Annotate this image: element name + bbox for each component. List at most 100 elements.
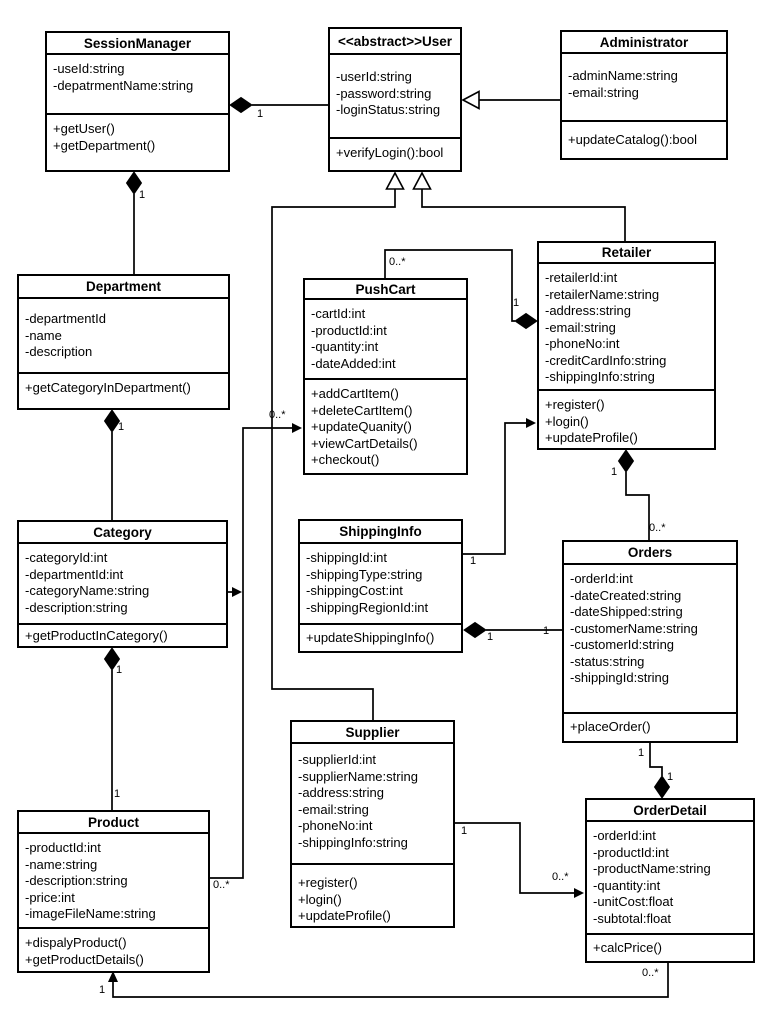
method: +placeOrder() xyxy=(570,719,651,734)
class-sessionmanager[interactable]: SessionManager -useId:string -depatrment… xyxy=(45,31,230,172)
edge-shippinginfo-retailer-association xyxy=(463,418,536,555)
edge-retailer-orders-composition xyxy=(617,449,650,540)
class-methods: +getCategoryInDepartment() xyxy=(19,374,228,397)
class-title: PushCart xyxy=(305,280,466,300)
method: +getProductDetails() xyxy=(25,951,144,967)
multiplicity-label: 1 xyxy=(118,421,125,433)
class-pushcart[interactable]: PushCart -cartId:int -productId:int -qua… xyxy=(303,278,468,475)
attribute: -userId:string xyxy=(336,69,412,84)
method: +updateProfile() xyxy=(545,430,638,445)
attribute: -subtotal:float xyxy=(593,910,672,926)
edge-sessionmanager-department-composition xyxy=(125,171,143,274)
class-methods: +getUser() +getDepartment() xyxy=(47,115,228,154)
multiplicity-label: 1 xyxy=(667,771,674,783)
attribute: -email:string xyxy=(568,84,639,100)
attribute: -shippingCost:int xyxy=(306,583,403,598)
attribute: -creditCardInfo:string xyxy=(545,352,667,368)
attribute: -imageFileName:string xyxy=(25,906,156,921)
multiplicity-label: 1 xyxy=(513,297,520,309)
class-attributes: -userId:string -password:string -loginSt… xyxy=(330,55,460,139)
class-retailer[interactable]: Retailer -retailerId:int -retailerName:s… xyxy=(537,241,716,450)
attribute: -name:string xyxy=(25,856,98,872)
attribute: -productId:int xyxy=(25,840,101,855)
attribute: -departmentId:int xyxy=(25,566,124,582)
attribute: -cartId:int xyxy=(311,306,366,321)
attribute: -shippingId:string xyxy=(570,670,669,685)
method: +register() xyxy=(298,875,358,890)
class-shippinginfo[interactable]: ShippingInfo -shippingId:int -shippingTy… xyxy=(298,519,463,653)
attribute: -supplierName:string xyxy=(298,768,418,784)
class-department[interactable]: Department -departmentId -name -descript… xyxy=(17,274,230,410)
attribute: -orderId:int xyxy=(593,828,656,843)
class-title: <<abstract>>User xyxy=(330,29,460,55)
attribute: -categoryName:string xyxy=(25,583,150,598)
edge-supplier-orderdetail-association xyxy=(455,822,584,898)
multiplicity-label: 1 xyxy=(116,664,123,676)
attribute: -address:string xyxy=(545,303,631,318)
attribute: -description:string xyxy=(25,873,128,888)
class-attributes: -retailerId:int -retailerName:string -ad… xyxy=(539,264,714,391)
multiplicity-label: 1 xyxy=(611,466,618,478)
multiplicity-label: 1 xyxy=(638,747,645,759)
multiplicity-label: 1 xyxy=(470,555,477,567)
attribute: -shippingInfo:string xyxy=(545,369,655,384)
attribute: -shippingInfo:string xyxy=(298,834,408,850)
multiplicity-label: 1 xyxy=(99,984,106,996)
attribute: -supplierId:int xyxy=(298,752,377,767)
method: +updateShippingInfo() xyxy=(306,630,435,645)
class-methods: +verifyLogin():bool xyxy=(330,139,460,162)
multiplicity-label: 0..* xyxy=(552,871,569,883)
method: +addCartItem() xyxy=(311,386,399,401)
method: +calcPrice() xyxy=(593,940,662,955)
class-title: Orders xyxy=(564,542,736,565)
class-orders[interactable]: Orders -orderId:int -dateCreated:string … xyxy=(562,540,738,743)
method: +getProductInCategory() xyxy=(25,628,168,643)
method: +getCategoryInDepartment() xyxy=(25,380,191,395)
class-methods: +calcPrice() xyxy=(587,935,753,957)
attribute: -dateCreated:string xyxy=(570,587,682,603)
attribute: -dateShipped:string xyxy=(570,604,683,619)
class-attributes: -orderId:int -productId:int -productName… xyxy=(587,822,753,935)
attribute: -categoryId:int xyxy=(25,550,108,565)
method: +getDepartment() xyxy=(53,137,156,153)
attribute: -shippingId:int xyxy=(306,550,387,565)
edge-category-association-arrow xyxy=(228,587,242,597)
method: +checkout() xyxy=(311,452,380,467)
class-methods: +dispalyProduct() +getProductDetails() xyxy=(19,929,208,968)
class-supplier[interactable]: Supplier -supplierId:int -supplierName:s… xyxy=(290,720,455,928)
attribute: -price:int xyxy=(25,889,75,905)
class-methods: +updateCatalog():bool xyxy=(562,122,726,149)
attribute: -unitCost:float xyxy=(593,894,674,909)
attribute: -email:string xyxy=(298,801,369,817)
attribute: -description xyxy=(25,344,93,359)
attribute: -dateAdded:int xyxy=(311,355,396,371)
class-methods: +addCartItem() +deleteCartItem() +update… xyxy=(305,380,466,469)
class-title: ShippingInfo xyxy=(300,521,461,544)
multiplicity-label: 1 xyxy=(487,631,494,643)
edge-retailer-user-generalization xyxy=(412,171,626,241)
class-methods: +register() +login() +updateProfile() xyxy=(539,391,714,447)
class-title: SessionManager xyxy=(47,33,228,55)
class-user[interactable]: <<abstract>>User -userId:string -passwor… xyxy=(328,27,462,172)
class-attributes: -productId:int -name:string -description… xyxy=(19,834,208,929)
class-attributes: -departmentId -name -description xyxy=(19,299,228,374)
class-attributes: -categoryId:int -departmentId:int -categ… xyxy=(19,544,226,625)
attribute: -password:string xyxy=(336,85,432,101)
class-title: Supplier xyxy=(292,722,453,744)
method: +register() xyxy=(545,397,605,412)
class-category[interactable]: Category -categoryId:int -departmentId:i… xyxy=(17,520,228,648)
method: +dispalyProduct() xyxy=(25,935,127,950)
class-methods: +getProductInCategory() xyxy=(19,625,226,645)
attribute: -address:string xyxy=(298,785,384,800)
attribute: -phoneNo:int xyxy=(545,336,620,351)
attribute: -productName:string xyxy=(593,861,711,876)
attribute: -retailerId:int xyxy=(545,270,618,285)
attribute: -quantity:int xyxy=(311,339,379,354)
attribute: -shippingRegionId:int xyxy=(306,599,429,615)
attribute: -departmentId xyxy=(25,311,106,326)
class-orderdetail[interactable]: OrderDetail -orderId:int -productId:int … xyxy=(585,798,755,963)
multiplicity-label: 0..* xyxy=(649,522,666,534)
class-administrator[interactable]: Administrator -adminName:string -email:s… xyxy=(560,30,728,160)
class-product[interactable]: Product -productId:int -name:string -des… xyxy=(17,810,210,973)
method: +updateQuanity() xyxy=(311,419,412,434)
